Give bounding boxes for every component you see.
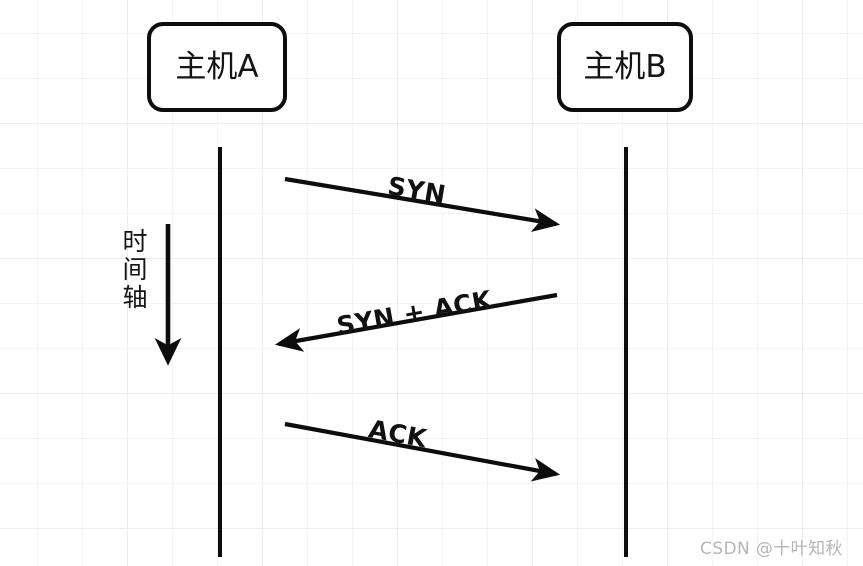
node-box-host-a[interactable]: 主机A xyxy=(147,22,287,112)
lifeline-host-b xyxy=(624,147,628,557)
node-box-host-b[interactable]: 主机B xyxy=(557,22,693,112)
time-axis-char: 时 xyxy=(122,227,148,256)
message-label-syn: SYN xyxy=(385,171,449,210)
watermark-text: CSDN @十叶知秋 xyxy=(700,539,843,559)
time-axis-label: 时间轴 xyxy=(120,228,150,312)
node-label-host-a: 主机A xyxy=(175,48,259,85)
message-label-syn-ack: SYN + ACK xyxy=(334,284,495,341)
lifeline-host-a xyxy=(218,147,222,557)
node-label-host-b: 主机B xyxy=(583,48,667,85)
message-label-ack: ACK xyxy=(366,414,430,454)
time-axis-char: 轴 xyxy=(122,283,148,312)
time-axis-char: 间 xyxy=(122,255,148,284)
